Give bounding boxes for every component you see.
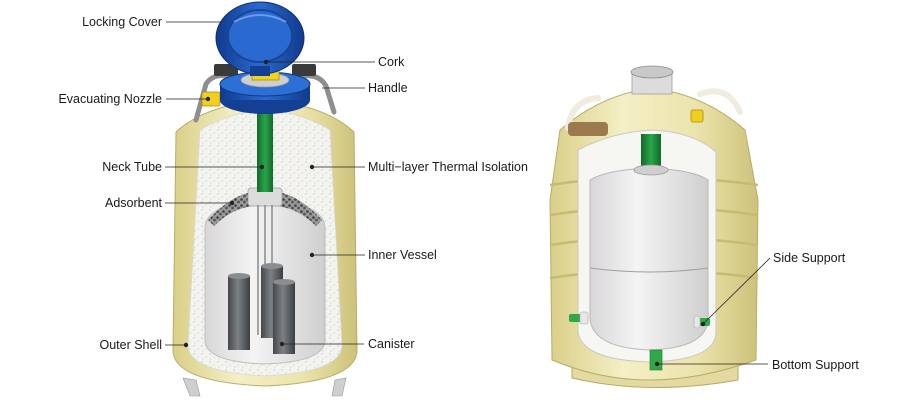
- left-leg: [182, 377, 201, 397]
- label-cork: Cork: [378, 55, 405, 69]
- right-cap: [630, 65, 674, 79]
- right-handle-right: [697, 88, 743, 115]
- side-support-left-pad: [579, 311, 589, 325]
- label-outer-shell: Outer Shell: [99, 338, 162, 352]
- adsorbent-right: [276, 192, 322, 226]
- handle-bracket-right: [292, 64, 316, 76]
- label-handle: Handle: [368, 81, 408, 95]
- left-dewar: [172, 1, 358, 397]
- neck-tube: [257, 110, 273, 192]
- label-locking-cover: Locking Cover: [82, 15, 162, 29]
- label-side-support: Side Support: [773, 251, 846, 265]
- handle-left: [193, 73, 235, 123]
- right-nozzle: [690, 109, 704, 123]
- vessel-seam: [589, 267, 709, 273]
- handle-bracket-left: [214, 64, 238, 76]
- canisters: [228, 263, 295, 354]
- right-neck-tube: [641, 134, 661, 170]
- label-adsorbent: Adsorbent: [105, 196, 162, 210]
- side-support-left: [569, 314, 583, 322]
- label-multi-layer-isolation: Multi−layer Thermal Isolation: [368, 160, 528, 174]
- bottom-support: [649, 349, 663, 371]
- label-neck-tube: Neck Tube: [102, 160, 162, 174]
- right-dewar: [549, 65, 759, 389]
- adsorbent-left: [208, 192, 254, 226]
- handle-right: [295, 73, 337, 115]
- label-inner-vessel: Inner Vessel: [368, 248, 437, 262]
- label-canister: Canister: [368, 337, 415, 351]
- label-bottom-support: Bottom Support: [772, 358, 859, 372]
- side-support-right-pad: [693, 315, 701, 329]
- right-neck-flange: [633, 164, 669, 176]
- right-inner-vessel: [589, 167, 709, 351]
- locking-cover: [215, 1, 305, 76]
- right-leg: [331, 377, 347, 397]
- label-evacuating-nozzle: Evacuating Nozzle: [58, 92, 162, 106]
- leader-lines: [165, 21, 771, 367]
- right-handle-grip: [568, 122, 608, 136]
